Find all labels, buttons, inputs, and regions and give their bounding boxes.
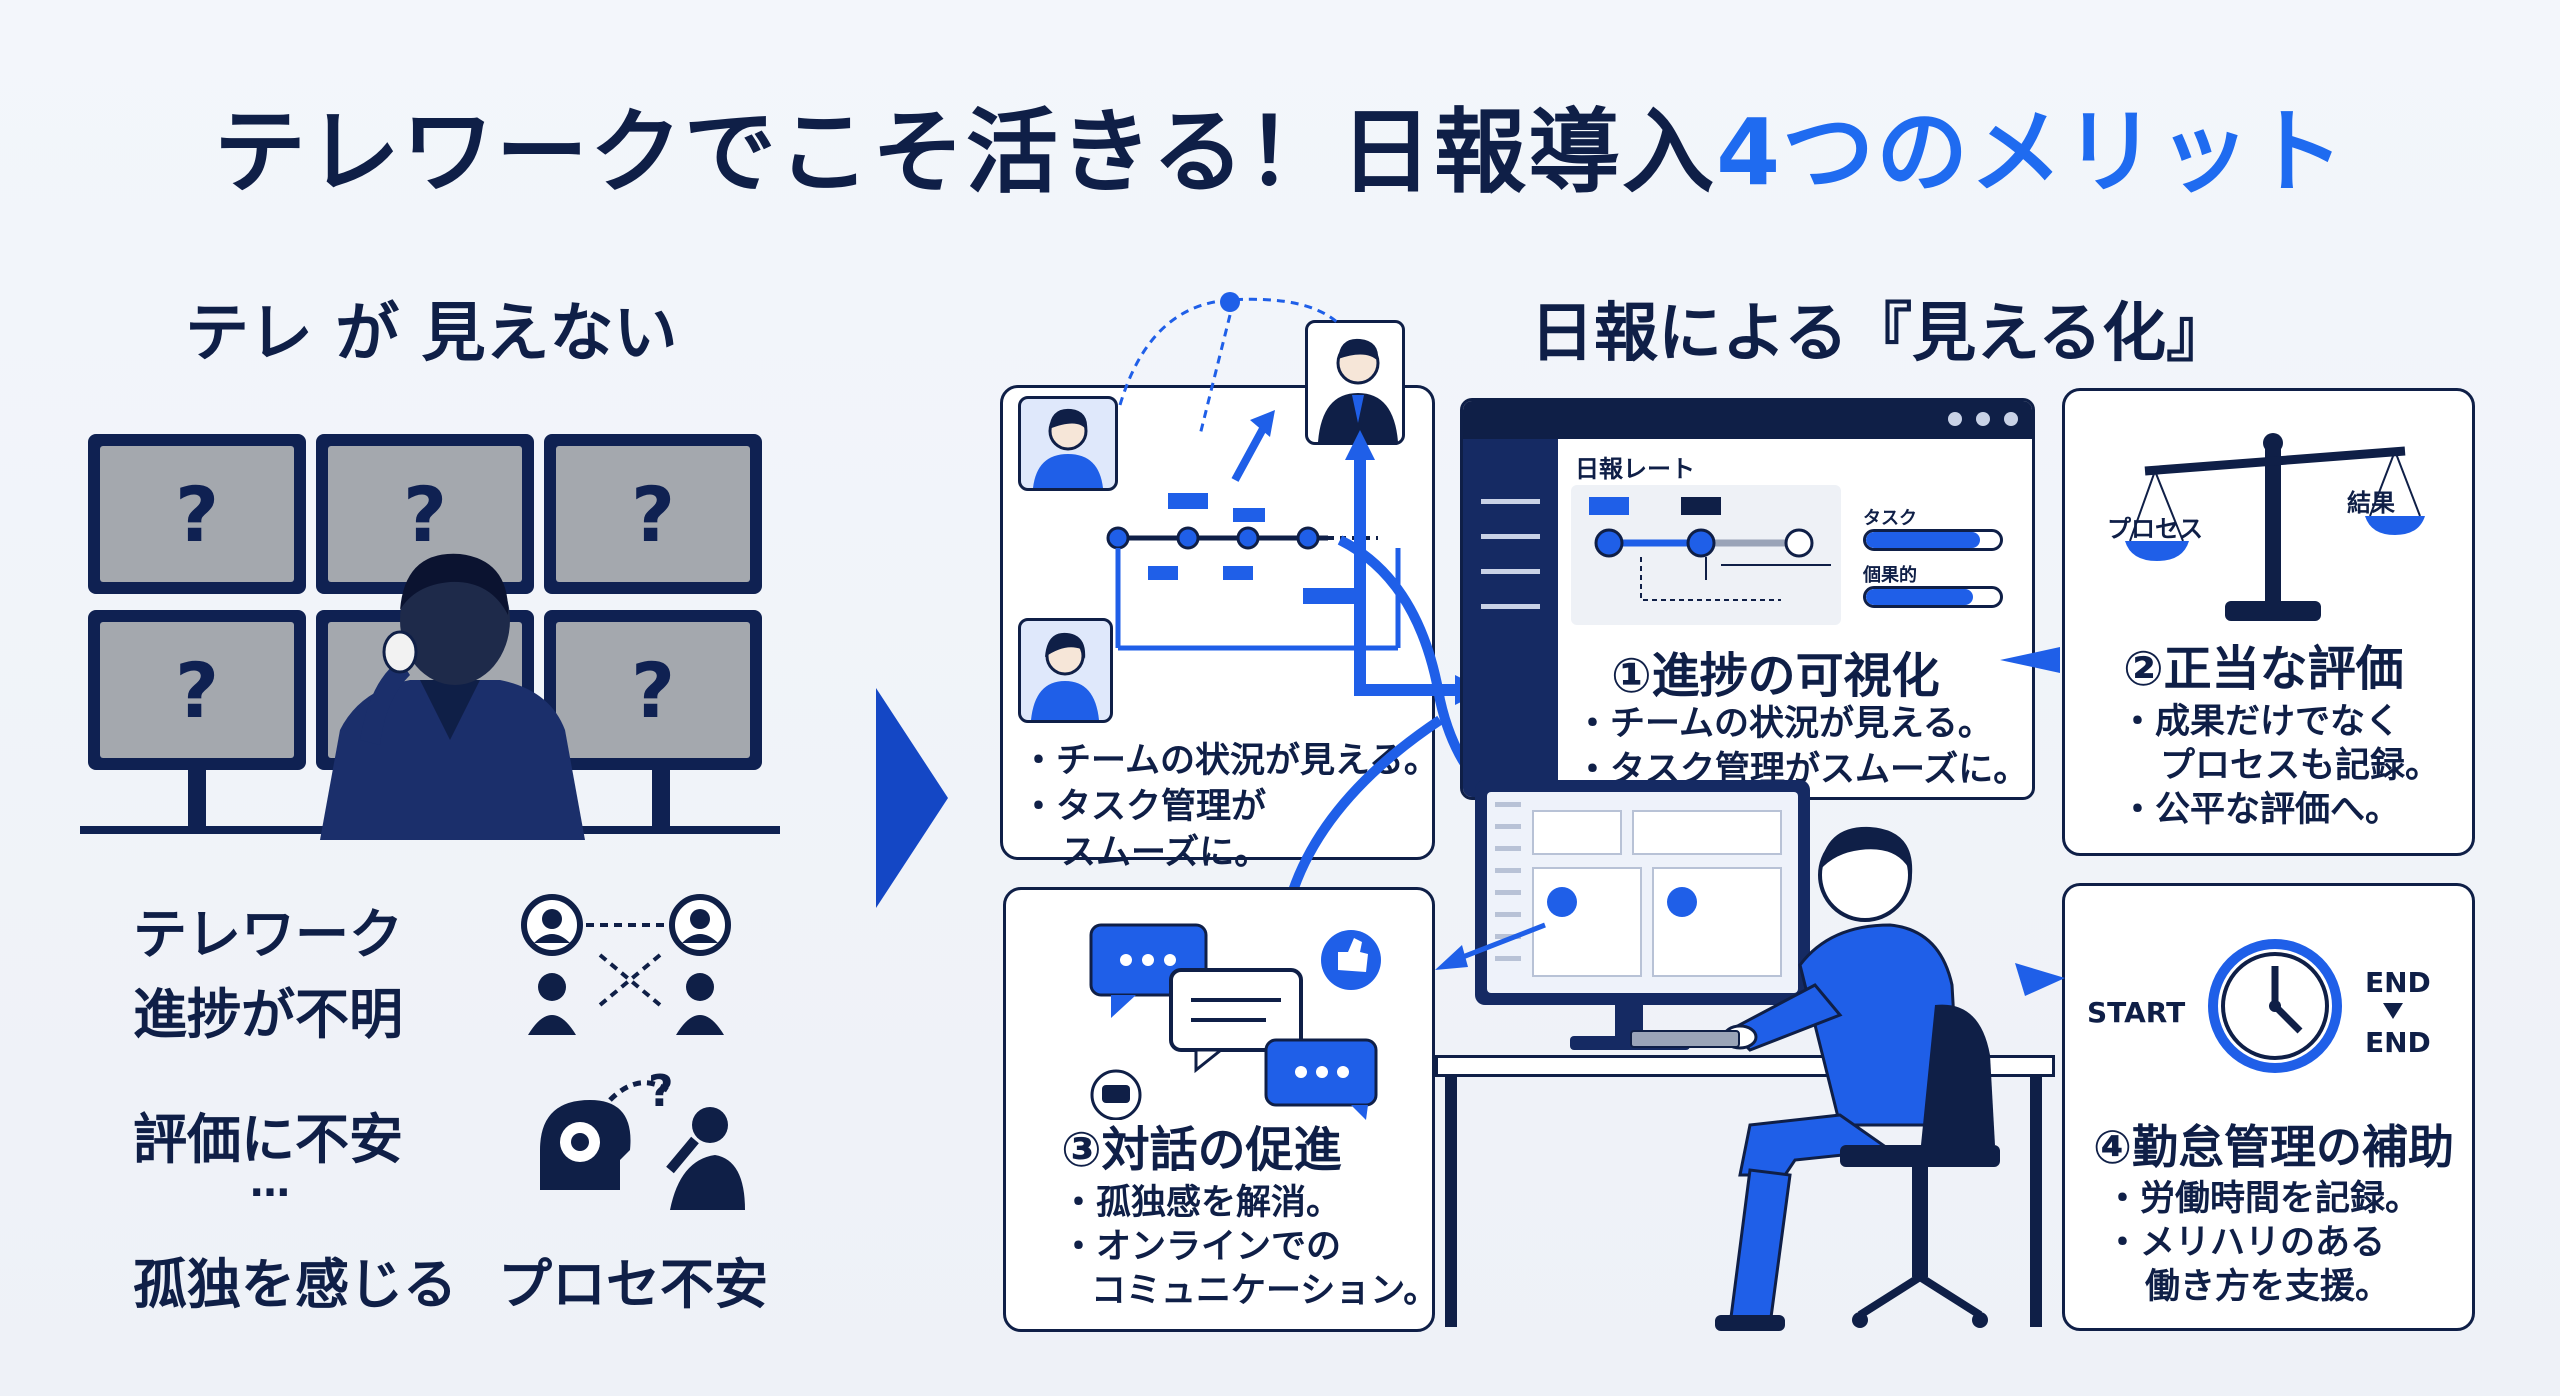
- dialogue-bullet-1: ・孤独感を解消。: [1061, 1183, 1342, 1223]
- end-label-bottom: END: [2365, 1026, 2431, 1059]
- arrow-down-icon: [2383, 1003, 2403, 1019]
- dialogue-heading: ③対話の促進: [1061, 1122, 1342, 1178]
- disconnected-people-icon: [521, 894, 731, 1035]
- monitor: ?: [544, 610, 762, 770]
- issue-telework: テレワーク: [133, 903, 403, 966]
- dialogue-panel: ③対話の促進 ・孤独感を解消。 ・オンラインでの コミュニケーション。: [1003, 887, 1439, 1332]
- end-label-top: END: [2365, 966, 2431, 999]
- monitor: ?: [88, 434, 306, 594]
- monitor: ?: [544, 434, 762, 594]
- monitor-screen: [1487, 792, 1798, 993]
- scale-right-label: 結果: [2347, 489, 2395, 517]
- keyboard: [1630, 1030, 1740, 1048]
- metric-1-bar: [1863, 529, 2003, 551]
- page-title: テレワークでこそ活きる！日報導入4つのメリット: [0, 78, 2560, 211]
- title-main: テレワークでこそ活きる！日報導入: [213, 99, 1717, 206]
- evaluation-bullet-3: ・公平な評価へ。: [2120, 790, 2401, 830]
- progress-bullet-3: スムーズに。: [1061, 833, 1270, 873]
- attendance-bullet-2: ・メリハリのある: [2105, 1223, 2386, 1263]
- arrow-left-icon: [2000, 647, 2060, 673]
- issue-isolation: 孤独を感じる: [133, 1253, 457, 1316]
- balance-scale-icon: [2125, 433, 2425, 621]
- chevron-right-icon: [876, 688, 948, 908]
- metric-2-label: 個果的: [1863, 565, 1917, 586]
- evaluation-bullet-1: ・成果だけでなく: [2120, 702, 2401, 742]
- evaluation-panel: プロセス 結果 ②正当な評価 ・成果だけでなく プロセスも記録。 ・公平な評価へ…: [2062, 388, 2475, 856]
- attendance-bullet-3: 働き方を支援。: [2145, 1267, 2391, 1307]
- report-window: 日報レート タスク 個果的 ①進捗の可視化 ・チームの状況が見える。 ・タスク管…: [1460, 398, 2035, 800]
- avatar-manager: [1305, 320, 1405, 445]
- desk-leg: [1445, 1077, 1457, 1327]
- attendance-panel: START END END ④勤怠管理の補助 ・労働時間を記録。 ・メリハリのあ…: [2062, 883, 2475, 1331]
- issue-process: プロセ不安: [498, 1253, 768, 1316]
- anxious-thinking-icon: ?: [520, 1066, 750, 1210]
- avatar-top: [1018, 396, 1118, 491]
- dialogue-bullet-2: ・オンラインでの: [1061, 1227, 1342, 1267]
- monitor: ?: [88, 610, 306, 770]
- progress-bullet-2: ・タスク管理が: [1021, 787, 1267, 827]
- right-heading: 日報による『見える化』: [1530, 297, 2231, 371]
- report-bullet-1: ・チームの状況が見える。: [1575, 704, 1993, 744]
- question-mark: ?: [648, 1066, 674, 1117]
- window-sidebar: [1463, 439, 1558, 797]
- metric-1-label: タスク: [1863, 508, 1917, 529]
- question-mark: ?: [556, 622, 750, 758]
- evaluation-heading: ②正当な評価: [2123, 641, 2404, 697]
- dialogue-bullet-3: コミュニケーション。: [1091, 1271, 1439, 1311]
- arrow-left-icon: [2015, 963, 2065, 996]
- worried-person-illustration: [320, 553, 585, 840]
- window-titlebar: [1463, 401, 2032, 439]
- question-mark: ?: [328, 446, 522, 582]
- report-heading: ①進捗の可視化: [1611, 648, 1940, 704]
- question-mark: ?: [100, 446, 294, 582]
- issue-evaluation: 評価に不安: [133, 1108, 403, 1171]
- issue-progress: 進捗が不明: [133, 983, 403, 1046]
- scale-left-label: プロセス: [2107, 515, 2203, 543]
- computer-monitor: [1475, 780, 1810, 1005]
- chat-bubbles-icon: [1089, 923, 1381, 1120]
- monitor: ?: [316, 434, 534, 594]
- attendance-heading: ④勤怠管理の補助: [2093, 1120, 2454, 1174]
- attendance-bullet-1: ・労働時間を記録。: [2105, 1179, 2421, 1219]
- question-mark: ?: [100, 622, 294, 758]
- clock-icon: [2208, 939, 2342, 1073]
- left-heading: テレ が 見えない: [185, 297, 678, 371]
- evaluation-bullet-2: プロセスも記録。: [2160, 746, 2441, 786]
- worker-illustration: [1715, 826, 2000, 1331]
- question-mark: ?: [556, 446, 750, 582]
- desk-leg: [2030, 1077, 2042, 1327]
- avatar-bottom: [1018, 618, 1113, 723]
- metric-2-bar: [1863, 586, 2003, 608]
- timeline-diagram: [1106, 493, 1401, 651]
- report-timeline-card: [1571, 485, 1841, 625]
- start-label: START: [2087, 996, 2186, 1029]
- report-title: 日報レート: [1575, 455, 1695, 483]
- connection-arc: [1118, 292, 1342, 436]
- issue-ellipsis: …: [250, 1160, 290, 1206]
- arrow-left-icon: [1435, 922, 1546, 970]
- title-accent: 4つのメリット: [1716, 99, 2347, 206]
- arrow-up-icon: [1231, 410, 1275, 482]
